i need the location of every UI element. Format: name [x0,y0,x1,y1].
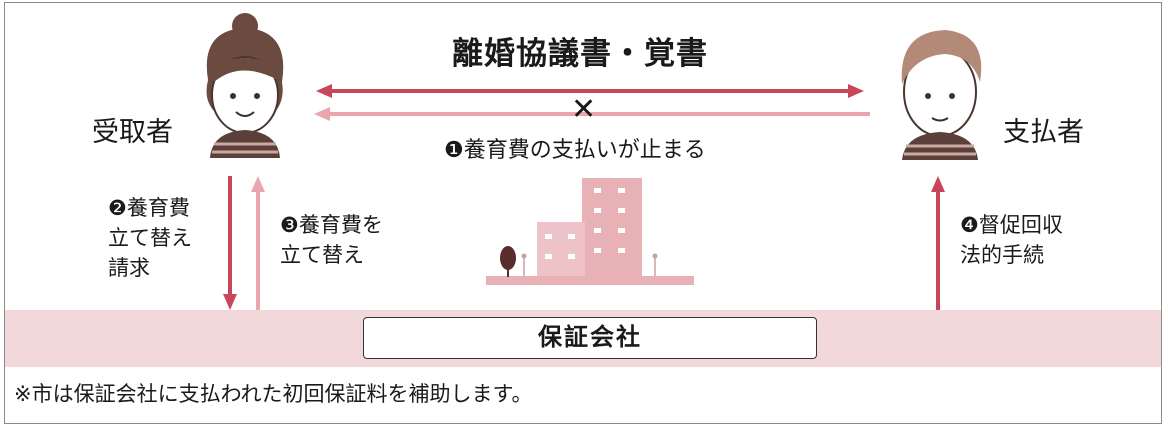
step1-label: ❶養育費の支払いが止まる [444,138,706,163]
step4-line: 法的手続 [960,243,1044,267]
step4-line: ❹督促回収 [960,213,1063,237]
stop-mark: ✕ [571,92,597,127]
step2-line: 請求 [108,256,150,280]
advance-arrowhead [251,176,265,192]
payer-label: 支払者 [1003,117,1084,148]
diagram-title: 離婚協議書・覚書 [452,36,708,72]
receiver-illustration [206,13,284,158]
building-illustration [486,178,694,285]
step3-line: ❸養育費を [280,213,383,237]
step2-line: ❷養育費 [108,196,190,220]
step2-line: 立て替え [108,226,192,250]
claim-arrowhead [223,294,237,310]
agreement-arrowhead-left [316,84,332,98]
payment-arrowhead [314,107,330,121]
footnote: ※市は保証会社に支払われた初回保証料を補助します。 [14,382,533,406]
collection-arrowhead [931,176,945,192]
step2-label: ❷養育費 立て替え 請求 [108,193,192,283]
step3-label: ❸養育費を 立て替え [280,210,383,270]
step3-line: 立て替え [280,243,364,267]
agreement-arrowhead-right [848,84,864,98]
receiver-label: 受取者 [92,117,173,148]
diagram-frame [4,2,1162,424]
guarantor-company-box: 保証会社 [363,317,817,359]
step4-label: ❹督促回収 法的手続 [960,210,1063,270]
payer-illustration [901,30,982,160]
